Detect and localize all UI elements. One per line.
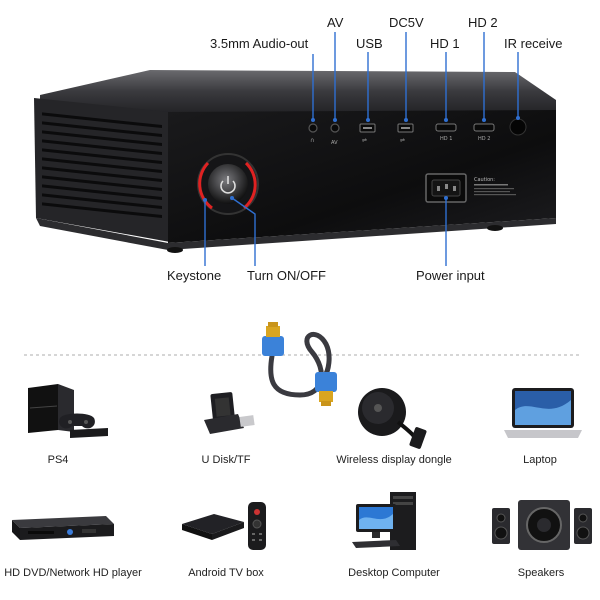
port-label-caution: Caution: bbox=[474, 177, 495, 183]
device-label-dvd: HD DVD/Network HD player bbox=[4, 567, 142, 579]
port-label-hd1: HD 1 bbox=[440, 136, 453, 142]
tv-box-icon bbox=[182, 502, 266, 550]
hd2-port bbox=[473, 123, 495, 132]
projector-front-face bbox=[168, 110, 556, 243]
device-label-udisk: U Disk/TF bbox=[201, 454, 251, 466]
audio-out-port bbox=[308, 123, 318, 133]
port-label-hd2: HD 2 bbox=[478, 136, 491, 142]
ir-receiver bbox=[509, 118, 527, 136]
power-icon bbox=[220, 176, 236, 194]
callout-keystone: Keystone bbox=[167, 268, 222, 283]
callout-lines bbox=[204, 32, 519, 266]
hdmi-cable-icon bbox=[262, 322, 337, 406]
svg-text:⇌: ⇌ bbox=[362, 137, 367, 144]
port-label-av: AV bbox=[331, 140, 338, 146]
device-label-dongle: Wireless display dongle bbox=[336, 454, 452, 466]
callout-hd2: HD 2 bbox=[468, 15, 498, 30]
dvd-player-icon bbox=[12, 516, 114, 540]
usb-flash-drive-icon bbox=[204, 392, 255, 434]
callout-audio-out: 3.5mm Audio-out bbox=[210, 36, 309, 51]
desktop-computer-icon bbox=[352, 492, 416, 550]
hd1-port bbox=[435, 123, 457, 132]
device-label-tvbox: Android TV box bbox=[188, 567, 264, 579]
vent-slots bbox=[42, 112, 162, 219]
device-label-desktop: Desktop Computer bbox=[348, 567, 440, 579]
callout-hd1: HD 1 bbox=[430, 36, 460, 51]
device-label-ps4: PS4 bbox=[47, 454, 69, 466]
device-label-laptop: Laptop bbox=[523, 454, 557, 466]
projector-top bbox=[40, 70, 556, 113]
callout-power-button: Turn ON/OFF bbox=[247, 268, 326, 283]
callout-usb: USB bbox=[356, 36, 383, 51]
callout-av: AV bbox=[327, 15, 344, 30]
av-port bbox=[330, 123, 340, 133]
game-console-icon bbox=[28, 384, 108, 438]
svg-text:∩: ∩ bbox=[310, 137, 314, 144]
device-label-speakers: Speakers bbox=[517, 567, 565, 579]
wireless-dongle-icon bbox=[358, 388, 427, 449]
callout-ir: IR receive bbox=[504, 36, 563, 51]
speakers-icon bbox=[492, 500, 592, 550]
callout-dc5v: DC5V bbox=[389, 15, 424, 30]
callout-power-input: Power input bbox=[416, 268, 485, 283]
laptop-icon bbox=[504, 388, 582, 438]
svg-text:⇌: ⇌ bbox=[400, 137, 405, 144]
